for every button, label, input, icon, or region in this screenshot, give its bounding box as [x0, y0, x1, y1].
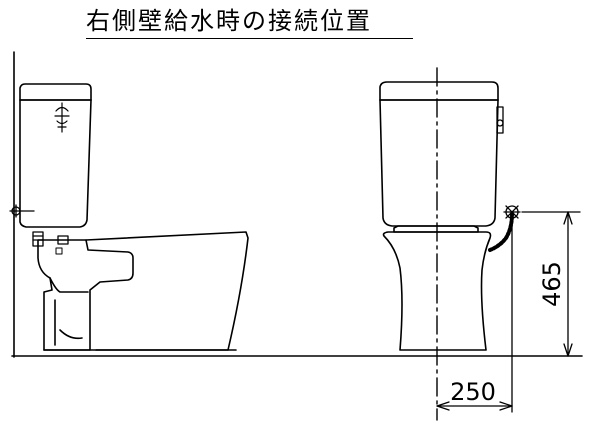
- flush-lever-icon: [54, 102, 70, 133]
- title-underline: [86, 38, 413, 39]
- side-tank-body: [19, 99, 92, 228]
- side-view-toilet: [9, 83, 249, 351]
- side-bowl-base: [85, 231, 249, 351]
- front-bowl: [382, 231, 492, 351]
- side-supply-fitting: [9, 204, 35, 218]
- front-supply-fitting: [503, 205, 521, 219]
- side-tank-lid: [19, 83, 92, 101]
- diagram-title: 右側壁給水時の接続位置: [86, 7, 372, 35]
- front-lever-icon: [496, 106, 504, 134]
- height-dimension-label: 465: [538, 261, 566, 307]
- side-bowl: [37, 239, 134, 351]
- front-view-toilet: [379, 67, 521, 421]
- front-tank-lid: [379, 81, 499, 101]
- width-dimension: [436, 221, 513, 413]
- height-dimension: [521, 211, 581, 357]
- width-dimension-label: 250: [450, 378, 496, 406]
